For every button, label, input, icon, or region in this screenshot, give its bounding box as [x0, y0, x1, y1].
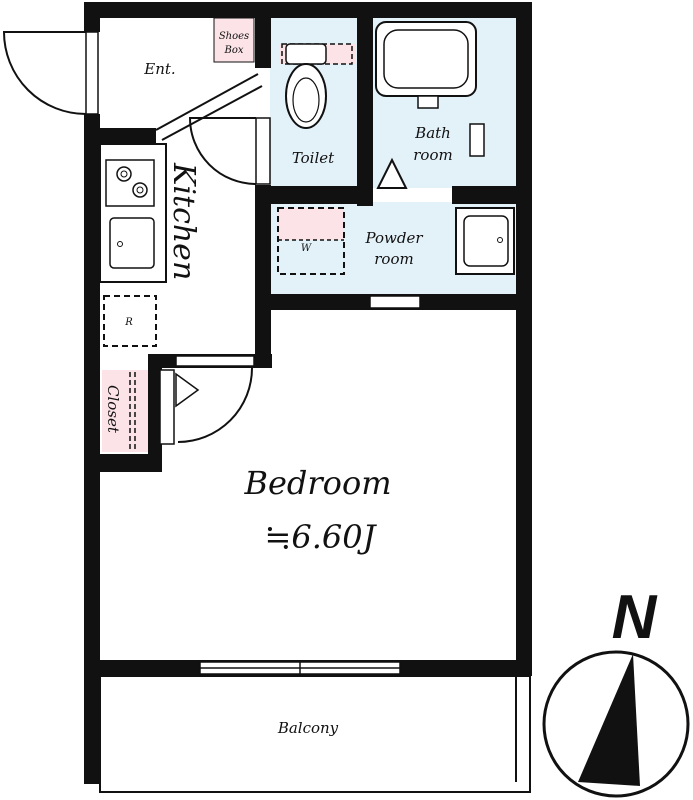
wash-basin	[463, 215, 509, 267]
toilet-door	[255, 117, 271, 185]
wall-closet-bottom	[100, 454, 162, 472]
closet-label: Closet	[104, 385, 122, 434]
front-door-swing	[2, 31, 87, 115]
wall-bath-bottom	[452, 186, 518, 204]
burner-icon	[132, 182, 148, 198]
wall-toilet-bottom	[255, 186, 373, 204]
wall-right	[516, 2, 532, 676]
burner-icon	[116, 166, 132, 182]
wall-left-top-stub	[84, 2, 100, 32]
shoes-box-label: Box	[223, 45, 243, 56]
toilet-bowl	[285, 63, 327, 129]
toilet-tank	[285, 43, 327, 65]
wall-entrance-right-upper	[255, 18, 271, 68]
powder-room-label: Powder	[364, 229, 423, 247]
bedroom-door-swing	[177, 367, 253, 443]
kitchen-sink	[109, 217, 155, 269]
bedroom-area: ≒6.60J	[265, 518, 378, 556]
compass-needle-icon	[578, 654, 640, 786]
refrigerator-space	[103, 295, 157, 347]
wall-top	[84, 2, 532, 18]
wall-closet-right	[148, 354, 162, 472]
bedroom-door	[175, 355, 255, 367]
closet-floor	[102, 370, 148, 452]
compass: N	[542, 583, 690, 798]
toilet-label: Toilet	[292, 149, 335, 167]
entrance-label: Ent.	[143, 60, 175, 78]
toilet-door-swing	[188, 117, 257, 185]
bath-faucet	[417, 95, 439, 109]
bath-shelf	[469, 123, 485, 157]
powder-sliding-door	[369, 295, 421, 309]
washer-pan-top	[278, 208, 344, 240]
bath-door	[376, 157, 408, 189]
wall-toilet-bath	[357, 18, 373, 206]
refrigerator-label: R	[124, 317, 133, 328]
washer-space	[277, 207, 345, 275]
wall-left	[84, 114, 100, 784]
bath-room-label: room	[413, 146, 452, 164]
closet-door	[159, 369, 175, 445]
wall-kitchen-right	[255, 185, 271, 367]
powder-room-label: room	[374, 250, 413, 268]
shoes-box-label: Shoes	[219, 31, 249, 42]
kitchen-label: Kitchen	[166, 162, 201, 280]
washer-label: W	[301, 243, 312, 254]
north-label: N	[612, 583, 658, 652]
bath-room-label: Bath	[414, 124, 451, 142]
wall-entrance-bottom	[100, 128, 156, 144]
balcony-area	[99, 675, 531, 793]
front-door-frame	[85, 31, 99, 115]
stove	[105, 159, 155, 207]
bedroom-label: Bedroom	[243, 464, 391, 502]
balcony-label: Balcony	[277, 719, 339, 737]
shoes-box	[213, 17, 255, 63]
bathtub	[375, 21, 477, 97]
